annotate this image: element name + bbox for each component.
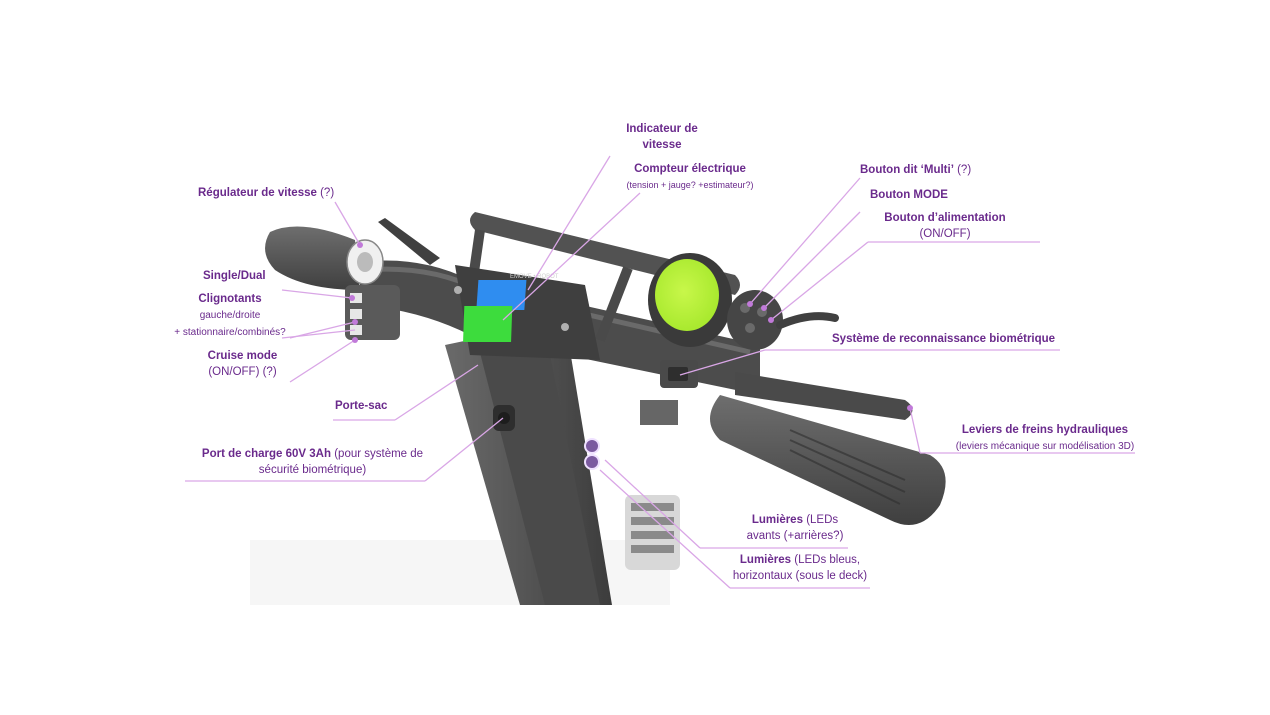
label-leviers-freins: Leviers de freins hydrauliques (leviers …: [955, 424, 1135, 452]
label-bouton-mode: Bouton MODE: [870, 189, 948, 201]
leader-lines: [185, 155, 1135, 589]
label-regulateur: Régulateur de vitesse (?): [198, 187, 335, 199]
left-grip: [265, 226, 360, 290]
label-single-dual: Single/Dual: [203, 270, 266, 282]
label-compteur: Compteur électrique (tension + jauge? +e…: [626, 163, 754, 190]
stem-front: [478, 330, 600, 605]
led-light: [625, 495, 680, 570]
speed-regulator: [346, 239, 384, 285]
right-brake-lever: [735, 372, 913, 420]
right-lever-top: [776, 312, 839, 329]
stem-light-button-1: [584, 438, 600, 454]
label-biometrique: Système de reconnaissance biométrique: [832, 333, 1056, 345]
label-bouton-alimentation: Bouton d’alimentation(ON/OFF): [884, 212, 1006, 240]
label-lumieres-avant: Lumières (LEDs avants (+arrières?): [746, 514, 844, 542]
stem-light-button-2: [584, 454, 600, 470]
speed-dial: [648, 253, 732, 347]
right-grip: [710, 395, 946, 525]
left-lever: [378, 218, 440, 265]
battery-screen: [463, 306, 513, 342]
label-bouton-multi: Bouton dit ‘Multi’ (?): [860, 164, 972, 176]
label-clignotants: Clignotants gauche/droite + stationnaire…: [174, 293, 286, 338]
label-port-charge: Port de charge 60V 3Ah (pour système de …: [201, 448, 424, 476]
clamp-label: [640, 400, 678, 425]
switch-block: [345, 285, 400, 340]
label-lumieres-deck: Lumières (LEDs bleus, horizontaux (sous …: [732, 554, 868, 582]
label-cruise-mode: Cruise mode(ON/OFF) (?): [207, 350, 278, 378]
speed-screen: [476, 280, 527, 310]
brand-text: EMOVE • ROBOT: [510, 274, 559, 280]
label-porte-sac: Porte-sac: [335, 400, 388, 412]
